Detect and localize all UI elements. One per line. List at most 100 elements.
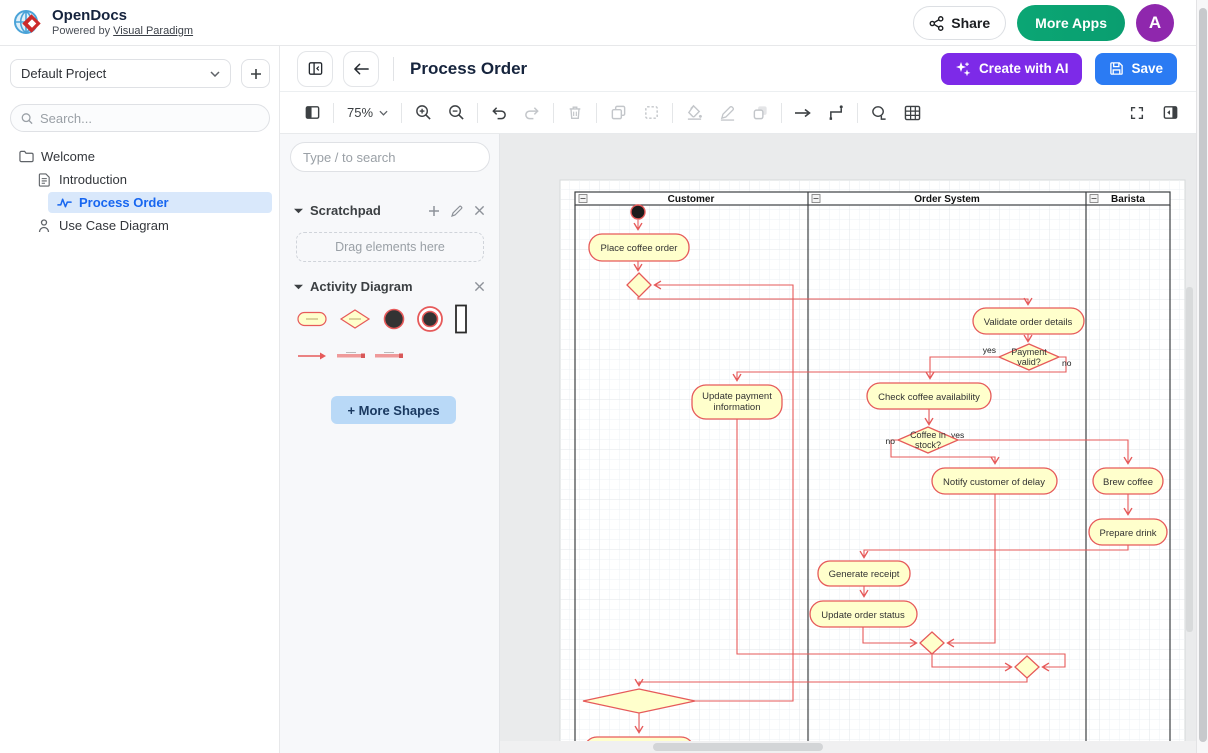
shape-action[interactable] — [296, 307, 328, 331]
lane-header-order-system[interactable]: Order System — [811, 194, 980, 205]
fullscreen-button[interactable] — [1125, 101, 1149, 125]
shape-initial-node[interactable] — [382, 307, 406, 331]
fill-color-button[interactable] — [682, 101, 706, 125]
tree-item-label: Welcome — [41, 149, 95, 164]
redo-button[interactable] — [520, 101, 544, 125]
sidebar-search-input[interactable] — [39, 110, 259, 126]
edge-merge3-to-decision[interactable] — [634, 678, 1028, 687]
node-brew-coffee[interactable]: Brew coffee — [1092, 467, 1164, 495]
create-with-ai-label: Create with AI — [978, 61, 1069, 76]
project-selector[interactable]: Default Project — [10, 59, 231, 88]
visual-paradigm-link[interactable]: Visual Paradigm — [113, 24, 194, 37]
add-document-button[interactable] — [241, 59, 270, 88]
edge-merge2-to-merge3[interactable] — [931, 654, 1013, 672]
node-check-coffee-availability[interactable]: Check coffee availability — [866, 382, 992, 410]
tree-item-introduction[interactable]: Introduction — [0, 169, 280, 190]
more-shapes-button[interactable]: + More Shapes — [331, 396, 456, 424]
node-prepare-drink[interactable]: Prepare drink — [1088, 518, 1168, 546]
edge-decision-loopback[interactable] — [653, 280, 794, 702]
copy-button[interactable] — [606, 101, 630, 125]
edge-status-to-merge2[interactable] — [862, 627, 918, 648]
diagram-canvas[interactable]: Customer Order System Barista — [500, 134, 1196, 753]
edge-stock-no[interactable] — [890, 439, 1000, 465]
undo-button[interactable] — [487, 101, 511, 125]
shape-final-node[interactable] — [416, 305, 444, 333]
shape-search-input[interactable] — [303, 149, 477, 165]
scratchpad-close-button[interactable] — [474, 205, 485, 217]
more-apps-button[interactable]: More Apps — [1017, 5, 1125, 41]
connector-object-flow[interactable] — [336, 349, 366, 367]
zoom-out-button[interactable] — [444, 101, 468, 125]
activity-diagram-icon — [56, 197, 72, 209]
lane-header-barista[interactable]: Barista — [1089, 194, 1145, 205]
elbow-connector-button[interactable] — [824, 101, 848, 125]
save-button[interactable]: Save — [1095, 52, 1177, 85]
node-update-payment-information[interactable]: Update payment information — [691, 384, 783, 420]
node-bottom-decision[interactable] — [582, 688, 696, 714]
sparkles-icon — [955, 61, 971, 76]
node-validate-order-details[interactable]: Validate order details — [972, 307, 1085, 335]
tree-item-use-case-diagram[interactable]: Use Case Diagram — [0, 215, 280, 236]
save-label: Save — [1131, 61, 1163, 76]
caret-down-icon[interactable] — [294, 208, 303, 214]
tree-item-process-order[interactable]: Process Order — [48, 192, 272, 213]
paste-button[interactable] — [639, 101, 663, 125]
table-icon — [904, 105, 920, 120]
edge-payment-yes[interactable] — [925, 356, 999, 380]
canvas-vertical-scrollbar-thumb[interactable] — [1186, 287, 1193, 632]
tree-item-welcome[interactable]: Welcome — [0, 146, 280, 167]
connector-control-flow[interactable] — [296, 349, 328, 367]
back-button[interactable] — [343, 50, 379, 87]
node-generate-receipt[interactable]: Generate receipt — [817, 560, 911, 587]
document-icon — [36, 172, 52, 187]
shape-swimlane[interactable] — [454, 304, 468, 334]
node-merge-3[interactable] — [1014, 655, 1040, 679]
swimlanes — [574, 191, 1171, 741]
window-scrollbar[interactable] — [1196, 0, 1208, 753]
edge-prepare-to-receipt[interactable] — [859, 545, 1129, 559]
shape-link-button[interactable] — [867, 101, 891, 125]
lane-header-customer[interactable]: Customer — [578, 194, 714, 205]
canvas-horizontal-scrollbar-thumb[interactable] — [653, 743, 823, 751]
zoom-level-dropdown[interactable]: 75% — [343, 105, 392, 120]
delete-button[interactable] — [563, 101, 587, 125]
scratchpad-edit-button[interactable] — [451, 205, 463, 217]
node-merge-top[interactable] — [626, 272, 652, 298]
node-coffee-stock-decision[interactable]: Coffee in stock? — [896, 426, 960, 454]
activity-diagram-close-button[interactable] — [474, 281, 485, 292]
node-merge-2[interactable] — [919, 631, 945, 655]
node-initial[interactable] — [630, 204, 646, 220]
shape-decision[interactable] — [338, 307, 372, 331]
node-notify-customer-of-delay[interactable]: Notify customer of delay — [931, 467, 1058, 495]
shape-palette-row — [296, 304, 468, 334]
scratchpad-dropzone[interactable]: Drag elements here — [296, 232, 484, 262]
plus-icon — [250, 68, 261, 79]
toggle-shapes-panel-button[interactable] — [300, 101, 324, 125]
edge-notify-to-merge2[interactable] — [946, 494, 996, 648]
share-button[interactable]: Share — [913, 6, 1007, 40]
connector-dependency[interactable] — [374, 349, 404, 367]
node-update-order-status[interactable]: Update order status — [809, 600, 918, 628]
table-button[interactable] — [900, 101, 924, 125]
sidebar-search[interactable] — [10, 104, 270, 132]
caret-down-icon[interactable] — [294, 284, 303, 290]
scratchpad-add-button[interactable] — [428, 205, 440, 217]
node-payment-valid-decision[interactable]: Payment valid? — [997, 343, 1061, 371]
line-color-button[interactable] — [715, 101, 739, 125]
edge-merge-to-validate[interactable] — [637, 297, 1033, 306]
edge-stock-yes[interactable] — [958, 439, 1133, 465]
canvas-horizontal-scrollbar[interactable] — [500, 741, 1196, 753]
collapse-sidebar-button[interactable] — [297, 50, 333, 87]
create-with-ai-button[interactable]: Create with AI — [940, 52, 1083, 85]
shape-search[interactable] — [290, 142, 490, 172]
zoom-in-button[interactable] — [411, 101, 435, 125]
edge-payment-no[interactable] — [732, 356, 1067, 382]
edge-update-payment-to-merge3[interactable] — [736, 419, 1066, 672]
toolbar-divider — [401, 102, 403, 123]
node-place-coffee-order[interactable]: Place coffee order — [588, 233, 690, 262]
straight-connector-button[interactable] — [791, 101, 815, 125]
toggle-right-panel-button[interactable] — [1158, 101, 1182, 125]
window-scrollbar-thumb[interactable] — [1199, 8, 1207, 742]
format-painter-button[interactable] — [748, 101, 772, 125]
avatar[interactable]: A — [1136, 4, 1174, 42]
